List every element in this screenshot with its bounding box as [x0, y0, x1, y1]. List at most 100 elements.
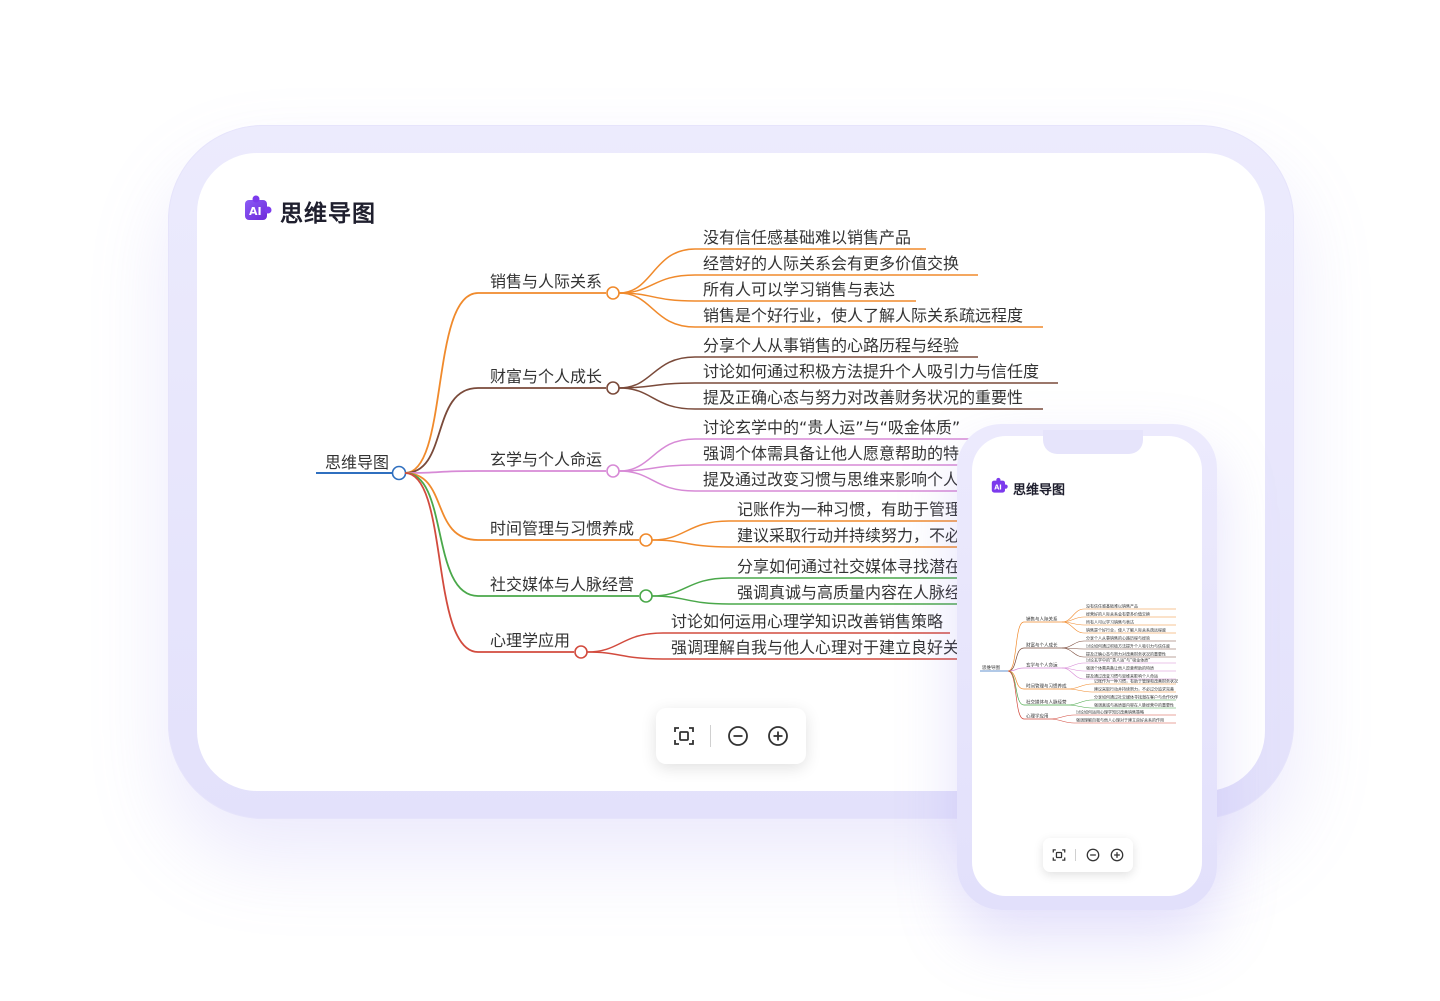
leaf-connector	[618, 387, 1043, 410]
leaf-connector	[618, 438, 975, 472]
zoom-in-icon	[1110, 848, 1124, 862]
mobile-leaf-node[interactable]: 分享如何通过社交媒体寻找潜在客户与合作伙伴	[1094, 694, 1178, 700]
mobile-zoom-in-button[interactable]	[1109, 847, 1125, 863]
mobile-branch-node[interactable]: 玄学与个人命运	[1026, 662, 1058, 669]
mobile-leaf-connector	[1061, 667, 1176, 672]
ai-puzzle-icon: AI	[990, 477, 1008, 499]
mobile-branch-connector	[1007, 667, 1062, 672]
svg-text:AI: AI	[249, 205, 262, 218]
leaf-connector	[618, 248, 926, 294]
mobile-root-node[interactable]: 思维导图	[982, 664, 1000, 671]
zoom-in-button[interactable]	[764, 722, 792, 750]
mobile-leaf-node[interactable]: 讨论如何通过积极方法提升个人吸引力与信任度	[1086, 643, 1170, 649]
mobile-leaf-node[interactable]: 强调真诚与高质量内容在人脉经营中的重要性	[1094, 702, 1174, 708]
mobile-leaf-connector	[1061, 621, 1176, 626]
branch-node[interactable]: 玄学与个人命运	[490, 450, 602, 469]
leaf-node[interactable]: 提及正确心态与努力对改善财务状况的重要性	[703, 388, 1023, 407]
leaf-node[interactable]: 强调个体需具备让他人愿意帮助的特	[703, 444, 959, 463]
branch-connector	[404, 292, 606, 474]
leaf-connector	[651, 595, 975, 605]
mobile-leaf-connector	[1067, 704, 1176, 709]
branch-node[interactable]: 社交媒体与人脉经营	[490, 575, 634, 594]
leaf-node[interactable]: 建议采取行动并持续努力，不必	[737, 526, 961, 545]
mobile-header: AI 思维导图	[990, 477, 1065, 499]
branch-connector	[404, 472, 639, 541]
mobile-branch-node[interactable]: 销售与人际关系	[1026, 616, 1058, 623]
mobile-page-title: 思维导图	[1013, 482, 1066, 498]
mobile-branch-node[interactable]: 时间管理与习惯养成	[1026, 683, 1067, 690]
mobile-branch-node[interactable]: 社交媒体与人脉经营	[1026, 699, 1067, 706]
mobile-branch-connector	[1007, 647, 1062, 672]
root-node[interactable]: 思维导图	[325, 453, 389, 472]
branch-node[interactable]: 销售与人际关系	[490, 272, 602, 291]
svg-text:AI: AI	[994, 484, 1002, 492]
zoom-out-icon	[727, 726, 748, 746]
mobile-leaf-connector	[1061, 667, 1176, 680]
leaf-node[interactable]: 销售是个好行业，使人了解人际关系疏远程度	[703, 306, 1023, 325]
toolbar-divider	[710, 725, 712, 747]
mobile-branch-connector	[1007, 670, 1050, 720]
leaf-connector	[618, 274, 978, 294]
mobile-leaf-node[interactable]: 提及正确心态与努力对改善财务状况的重要性	[1086, 651, 1166, 657]
leaf-node[interactable]: 讨论如何通过积极方法提升个人吸引力与信任度	[703, 362, 1039, 381]
mobile-leaf-node[interactable]: 讨论如何运用心理学知识改善销售策略	[1076, 709, 1144, 715]
leaf-connector	[586, 651, 975, 660]
leaf-connector	[618, 470, 975, 492]
leaf-node[interactable]: 讨论玄学中的“贵人运”与“吸金体质”	[703, 418, 960, 437]
mobile-leaf-node[interactable]: 强调个体需具备让他人愿意帮助的特质	[1086, 665, 1154, 671]
page-title: 思维导图	[280, 201, 376, 227]
mobile-branch-node[interactable]: 心理学应用	[1026, 713, 1049, 720]
mobile-zoom-out-button[interactable]	[1085, 847, 1101, 863]
zoom-out-icon	[1086, 848, 1099, 862]
leaf-connector	[618, 382, 1058, 389]
leaf-connector	[618, 464, 975, 472]
leaf-node[interactable]: 强调理解自我与他人心理对于建立良好关	[671, 638, 959, 657]
mobile-leaf-connector	[1061, 647, 1176, 650]
leaf-node[interactable]: 没有信任感基础难以销售产品	[703, 228, 911, 247]
branch-node[interactable]: 心理学应用	[490, 631, 570, 650]
fit-screen-button[interactable]	[670, 722, 698, 750]
mobile-leaf-node[interactable]: 建议采取行动并持续努力，不必过分追求完美	[1094, 686, 1174, 692]
leaf-node[interactable]: 强调真诚与高质量内容在人脉经	[737, 583, 961, 602]
branch-node[interactable]: 时间管理与习惯养成	[490, 519, 634, 538]
mobile-leaf-node[interactable]: 讨论玄学中的“贵人运”与“吸金体质”	[1086, 657, 1150, 663]
leaf-connector	[618, 292, 916, 302]
mobile-leaf-node[interactable]: 销售是个好行业，使人了解人际关系疏远程度	[1086, 627, 1166, 633]
leaf-connector	[651, 539, 975, 548]
leaf-connector	[618, 292, 1043, 328]
zoom-out-button[interactable]	[724, 722, 752, 750]
mobile-leaf-connector	[1049, 718, 1176, 724]
mobile-leaf-node[interactable]: 强调理解自我与他人心理对于建立良好关系的作用	[1076, 717, 1164, 723]
zoom-in-icon	[767, 726, 788, 746]
phone-screen	[972, 436, 1202, 896]
leaf-node[interactable]: 所有人可以学习销售与表达	[703, 280, 895, 299]
ai-puzzle-icon: AI	[242, 194, 272, 228]
mobile-leaf-node[interactable]: 经营好的人际关系会有更多价值交换	[1086, 611, 1150, 617]
mobile-leaf-node[interactable]: 没有信任感基础难以销售产品	[1086, 603, 1138, 609]
mobile-leaf-node[interactable]: 分享个人从事销售的心路历程与经验	[1086, 635, 1150, 641]
leaf-connector	[651, 577, 975, 597]
mobile-leaf-node[interactable]: 记账作为一种习惯，有助于管理和改善财务状况	[1094, 678, 1178, 684]
leaf-node[interactable]: 经营好的人际关系会有更多价值交换	[703, 254, 959, 273]
branch-connector	[404, 387, 606, 474]
leaf-node[interactable]: 提及通过改变习惯与思维来影响个人	[703, 470, 959, 489]
mobile-leaf-node[interactable]: 所有人可以学习销售与表达	[1086, 619, 1134, 625]
leaf-node[interactable]: 分享个人从事销售的心路历程与经验	[703, 336, 959, 355]
branch-node[interactable]: 财富与个人成长	[490, 367, 602, 386]
leaf-connector	[651, 520, 975, 541]
phone-notch	[1043, 430, 1143, 454]
leaf-node[interactable]: 记账作为一种习惯，有助于管理	[737, 500, 961, 519]
leaf-node[interactable]: 分享如何通过社交媒体寻找潜在	[737, 557, 961, 576]
leaf-node[interactable]: 讨论如何运用心理学知识改善销售策略	[671, 612, 943, 631]
leaf-connector	[618, 356, 978, 389]
mobile-branch-connector	[1007, 621, 1062, 672]
mobile-leaf-node[interactable]: 提及通过改变习惯与思维来影响个人命运	[1086, 673, 1158, 679]
app-header: AI 思维导图	[242, 194, 376, 228]
mobile-branch-node[interactable]: 财富与个人成长	[1026, 642, 1058, 649]
leaf-connector	[586, 632, 950, 653]
branch-connector	[404, 472, 639, 597]
mobile-fit-screen-button[interactable]	[1051, 847, 1067, 863]
fit-screen-icon	[1052, 849, 1066, 861]
